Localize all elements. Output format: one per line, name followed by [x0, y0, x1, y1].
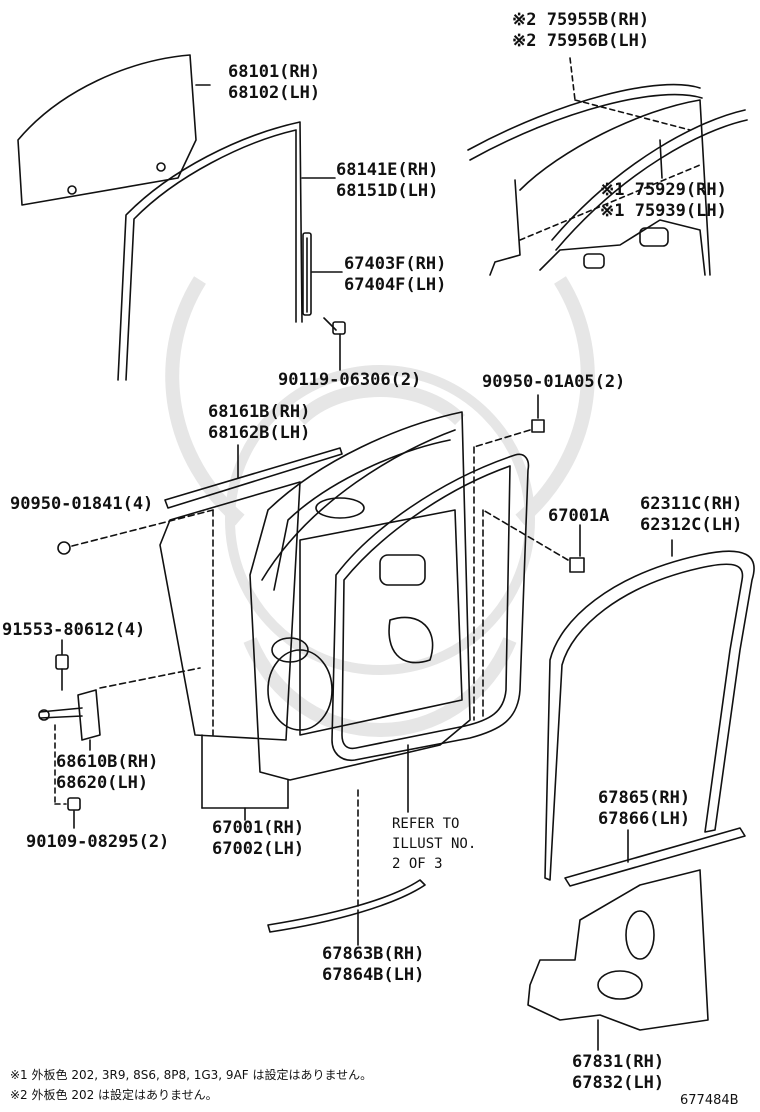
part-number-rh[interactable]: 67831(RH) [572, 1052, 665, 1072]
part-label-67001[interactable]: 67001(RH) 67002(LH) [212, 818, 304, 860]
part-number-rh[interactable]: 67863B(RH) [322, 944, 425, 964]
part-number-rh[interactable]: 62311C(RH) [640, 494, 743, 514]
front-door-panel [159, 411, 471, 821]
part-number-lh[interactable]: ※2 75956B(LH) [512, 31, 650, 51]
part-number-rh[interactable]: 68101(RH) [228, 62, 321, 82]
part-number-rh[interactable]: 68161B(RH) [208, 402, 311, 422]
reference-line: 2 OF 3 [392, 856, 443, 872]
part-label-67831[interactable]: 67831(RH) 67832(LH) [572, 1052, 664, 1094]
part-label-90119[interactable]: 90119-06306(2) [278, 370, 421, 391]
part-label-68610[interactable]: 68610B(RH) 68620(LH) [56, 752, 158, 794]
part-number-lh[interactable]: 67866(LH) [598, 809, 691, 829]
opening-trim-weatherstrip [544, 539, 755, 881]
service-hole-cover [527, 869, 709, 1051]
bolt-90119 [323, 317, 346, 371]
part-label-75955[interactable]: ※2 75955B(RH) ※2 75956B(LH) [512, 10, 649, 52]
part-label-68141[interactable]: 68141E(RH) 68151D(LH) [336, 160, 438, 202]
footnote-2: ※2 外板色 202 は設定はありません。 [10, 1088, 218, 1102]
door-hinge [38, 667, 201, 751]
part-number-lh[interactable]: 68620(LH) [56, 773, 149, 793]
part-label-75929[interactable]: ※1 75929(RH) ※1 75939(LH) [600, 180, 727, 222]
reference-line: REFER TO [392, 816, 460, 832]
part-number-lh[interactable]: 67864B(LH) [322, 965, 425, 985]
door-sill-seal [564, 827, 746, 887]
part-label-67865[interactable]: 67865(RH) 67866(LH) [598, 788, 690, 830]
part-number-lh[interactable]: 68162B(LH) [208, 423, 311, 443]
part-number-lh[interactable]: 68102(LH) [228, 83, 321, 103]
part-label-68161[interactable]: 68161B(RH) 68162B(LH) [208, 402, 310, 444]
reference-line: ILLUST NO. [392, 836, 477, 852]
part-label-91553[interactable]: 91553-80612(4) [2, 620, 145, 641]
part-number-rh[interactable]: 67001(RH) [212, 818, 305, 838]
door-glass [17, 54, 211, 206]
part-number-rh[interactable]: 67865(RH) [598, 788, 691, 808]
part-number-rh[interactable]: 68141E(RH) [336, 160, 439, 180]
part-number-rh[interactable]: ※1 75929(RH) [600, 180, 727, 200]
part-number-rh[interactable]: 68610B(RH) [56, 752, 159, 772]
footnote-1: ※1 外板色 202, 3R9, 8S6, 8P8, 1G3, 9AF は設定は… [10, 1068, 373, 1082]
part-number-lh[interactable]: 67832(LH) [572, 1073, 665, 1093]
part-label-90109[interactable]: 90109-08295(2) [26, 832, 169, 853]
part-label-68101[interactable]: 68101(RH) 68102(LH) [228, 62, 320, 104]
watermark-emblem [165, 276, 595, 737]
part-label-67863[interactable]: 67863B(RH) 67864B(LH) [322, 944, 424, 986]
part-label-90950-01A05[interactable]: 90950-01A05(2) [482, 372, 625, 393]
part-number-lh[interactable]: 68151D(LH) [336, 181, 439, 201]
part-label-67403[interactable]: 67403F(RH) 67404F(LH) [344, 254, 446, 296]
part-number[interactable]: 90109-08295(2) [26, 832, 170, 852]
door-weatherstrip-loop [331, 453, 530, 813]
clip-90950-01841 [57, 509, 214, 736]
part-number[interactable]: 91553-80612(4) [2, 620, 146, 640]
part-number-rh[interactable]: ※2 75955B(RH) [512, 10, 650, 30]
part-label-62311[interactable]: 62311C(RH) 62312C(LH) [640, 494, 742, 536]
roof-molding-view [467, 57, 748, 276]
bolt-91553 [55, 639, 69, 691]
part-label-90950-01841[interactable]: 90950-01841(4) [10, 494, 153, 515]
part-number-rh[interactable]: 67403F(RH) [344, 254, 447, 274]
clip-90950-01A05 [473, 394, 545, 721]
bolt-90109 [54, 724, 81, 829]
part-number-lh[interactable]: 67404F(LH) [344, 275, 447, 295]
part-number[interactable]: 67001A [548, 506, 610, 526]
part-number-lh[interactable]: ※1 75939(LH) [600, 201, 727, 221]
lower-weatherstrip [267, 789, 426, 946]
reference-note: REFER TO ILLUST NO. 2 OF 3 [392, 814, 476, 874]
figure-number: 677484B [680, 1093, 739, 1108]
part-number[interactable]: 90119-06306(2) [278, 370, 422, 390]
glass-run-channel [117, 121, 336, 381]
part-number[interactable]: 90950-01A05(2) [482, 372, 626, 392]
part-number-lh[interactable]: 62312C(LH) [640, 515, 743, 535]
part-number[interactable]: 90950-01841(4) [10, 494, 154, 514]
belt-molding [164, 444, 343, 509]
part-label-67001A[interactable]: 67001A [548, 506, 609, 527]
part-number-lh[interactable]: 67002(LH) [212, 839, 305, 859]
window-weatherstrip-small [302, 232, 343, 316]
